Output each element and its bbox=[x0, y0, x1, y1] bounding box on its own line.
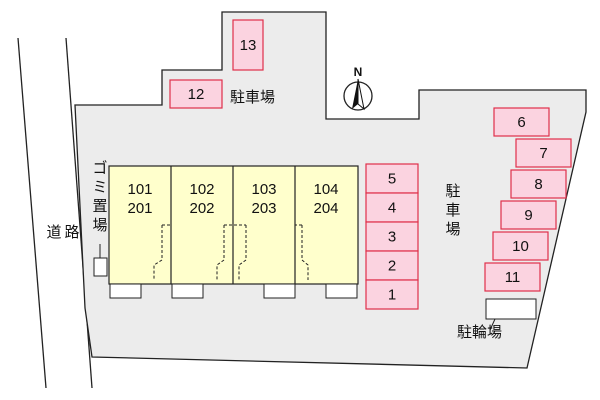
parking-space-number: 8 bbox=[534, 176, 542, 193]
north-label: N bbox=[354, 65, 363, 79]
parking-space-box bbox=[365, 163, 419, 194]
unit-number: 102 bbox=[189, 181, 214, 198]
parking-space-box bbox=[365, 279, 419, 310]
road-edge-left bbox=[17, 37, 47, 389]
parking-space-box bbox=[365, 221, 419, 252]
parking-space-number: 9 bbox=[524, 207, 532, 224]
unit-number: 104 bbox=[313, 181, 338, 198]
entrance-step bbox=[109, 283, 142, 299]
parking-space-number: 13 bbox=[240, 37, 257, 54]
parking-space-box bbox=[484, 262, 541, 292]
parking-space-box bbox=[365, 250, 419, 281]
parking-space: 12 bbox=[169, 79, 223, 109]
parking-space: 9 bbox=[500, 200, 557, 230]
parking-space-box bbox=[493, 107, 550, 137]
unit-number: 202 bbox=[189, 200, 214, 217]
entrance-step bbox=[325, 283, 358, 299]
parking-space-number: 4 bbox=[388, 200, 396, 217]
unit-number: 203 bbox=[251, 200, 276, 217]
parking-space-box bbox=[492, 231, 549, 261]
parking-space-number: 2 bbox=[388, 258, 396, 275]
parking-space: 7 bbox=[515, 138, 572, 168]
parking-space-box bbox=[515, 138, 572, 168]
parking-area-label-right: 駐車場 bbox=[445, 183, 460, 238]
parking-block-right: 67 89 10 11 bbox=[484, 107, 572, 292]
parking-space: 5 bbox=[365, 163, 419, 194]
unit-number: 204 bbox=[313, 200, 338, 217]
parking-space: 4 bbox=[365, 192, 419, 223]
bicycle-parking-box bbox=[485, 298, 537, 320]
bicycle-parking-label: 駐輪場 bbox=[457, 324, 502, 341]
parking-space-number: 11 bbox=[505, 269, 521, 286]
parking-space-number: 12 bbox=[188, 86, 205, 103]
stairs-dashed bbox=[153, 224, 309, 280]
road-label: 道路 bbox=[46, 224, 79, 241]
parking-space: 1 bbox=[365, 279, 419, 310]
parking-space-number: 6 bbox=[517, 114, 525, 131]
entrance-step bbox=[171, 283, 204, 299]
parking-space: 8 bbox=[510, 169, 567, 199]
parking-space: 6 bbox=[493, 107, 550, 137]
parking-space: 10 bbox=[492, 231, 549, 261]
garbage-area-box bbox=[93, 257, 108, 277]
parking-space: 11 bbox=[484, 262, 541, 292]
unit-number: 201 bbox=[127, 200, 152, 217]
entrance-step bbox=[263, 283, 296, 299]
parking-space-box bbox=[500, 200, 557, 230]
parking-block-center: 5 4 3 2 1 bbox=[365, 163, 419, 310]
parking-space-box bbox=[365, 192, 419, 223]
parking-space-box bbox=[169, 79, 223, 109]
bicycle-parking-leader bbox=[489, 318, 496, 331]
parking-space-box bbox=[232, 19, 264, 71]
parking-space-number: 10 bbox=[512, 238, 529, 255]
parking-space: 2 bbox=[365, 250, 419, 281]
unit-number: 101 bbox=[127, 181, 152, 198]
parking-space-box bbox=[510, 169, 567, 199]
north-arrow-icon bbox=[343, 78, 373, 111]
parking-area-label-top: 駐車場 bbox=[230, 89, 275, 106]
parking-space-number: 3 bbox=[388, 229, 396, 246]
parking-space: 3 bbox=[365, 221, 419, 252]
parking-space-number: 7 bbox=[539, 145, 547, 162]
garbage-area-label: ゴミ置場 bbox=[92, 159, 107, 234]
unit-number: 103 bbox=[251, 181, 276, 198]
parking-block-top: 13 12 bbox=[169, 19, 264, 109]
parking-space-number: 1 bbox=[388, 287, 396, 304]
parking-space-number: 5 bbox=[388, 171, 396, 188]
parking-space: 13 bbox=[232, 19, 264, 71]
